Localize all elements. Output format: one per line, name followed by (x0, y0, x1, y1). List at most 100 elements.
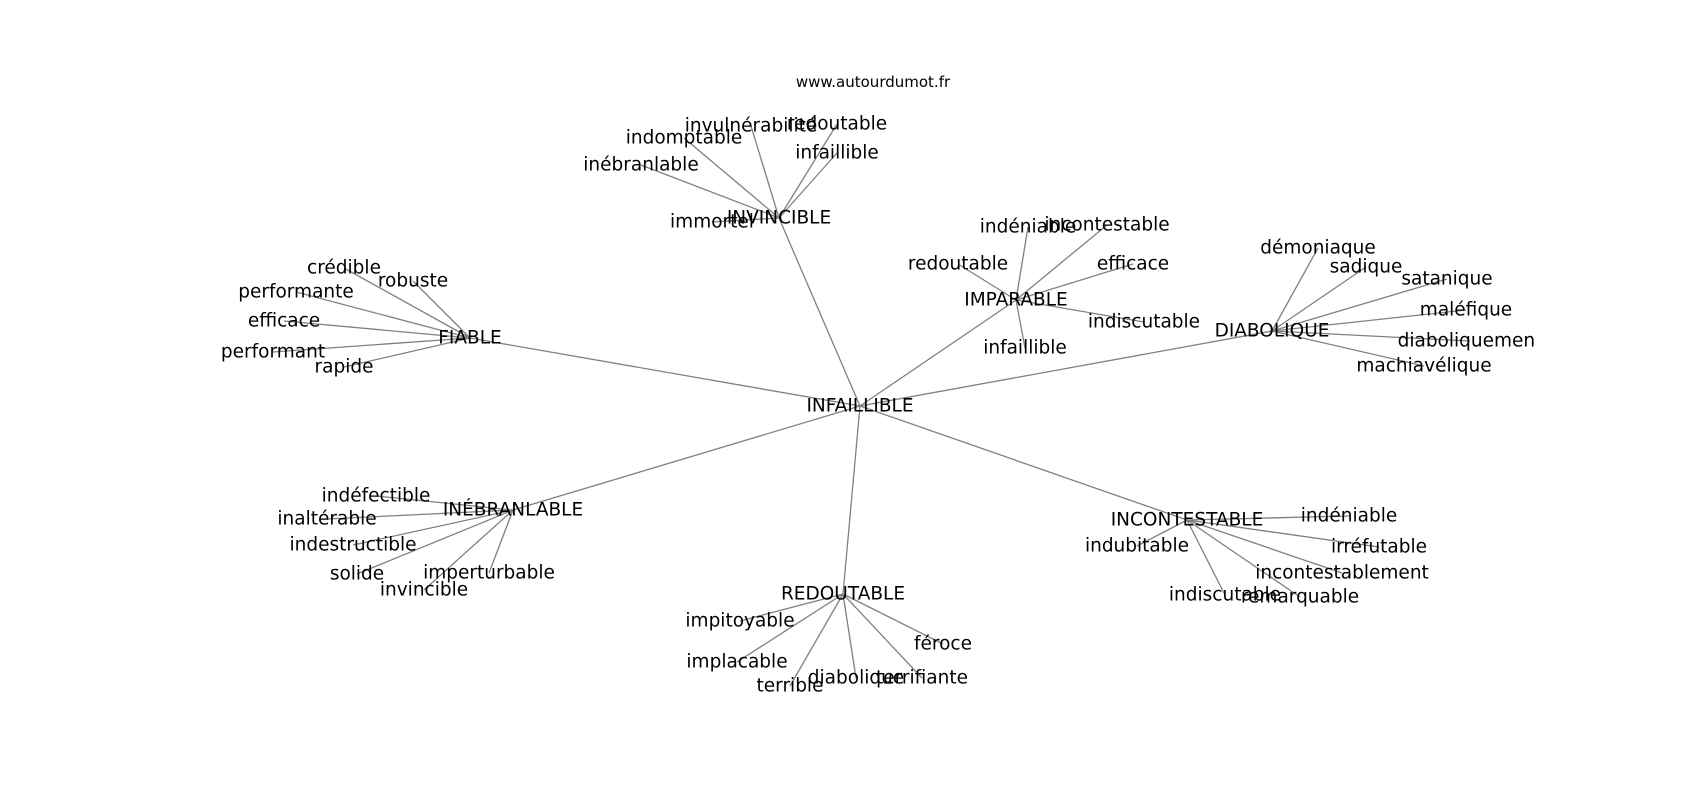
edge-fiable-word (343, 267, 471, 339)
word-label: redoutable (787, 114, 887, 135)
edge-inebranlable-word (423, 509, 514, 591)
edge-invincible-word (778, 123, 838, 219)
edge-inebranlable-word (488, 509, 514, 574)
edge-imparable-word (1015, 226, 1029, 301)
edge-center-diabolique (859, 330, 1273, 407)
word-label: incontestablement (1255, 563, 1429, 584)
edge-redoutable-word (842, 593, 923, 679)
edge-inebranlable-word (326, 509, 514, 520)
graph-edges (272, 123, 1471, 687)
word-label: indiscutable (1088, 312, 1200, 333)
word-label: redoutable (908, 254, 1008, 275)
word-label: infaillible (983, 338, 1067, 359)
edge-incontestable-word (1186, 519, 1301, 598)
edge-incontestable-word (1186, 519, 1380, 548)
word-label: remarquable (1241, 587, 1359, 608)
edge-center-invincible (778, 217, 861, 407)
cluster-label-imparable: IMPARABLE (964, 290, 1068, 311)
word-label: incontestable (1044, 215, 1169, 236)
edge-fiable-word (343, 337, 471, 368)
word-label: indéfectible (322, 486, 431, 507)
edge-invincible-word (778, 152, 838, 219)
edge-center-incontestable (859, 405, 1188, 521)
word-label: indéniable (1301, 506, 1397, 527)
word-label: maléfique (1420, 300, 1512, 321)
word-label: performante (238, 282, 354, 303)
edge-diabolique-word (1271, 247, 1319, 332)
edge-diabolique-word (1271, 278, 1448, 332)
word-label: démoniaque (1260, 238, 1376, 259)
edge-center-inebranlable (512, 405, 861, 511)
word-label: sadique (1330, 257, 1403, 278)
edge-imparable-word (1015, 224, 1108, 301)
word-label: implacable (686, 652, 787, 673)
edge-redoutable-word (842, 593, 944, 645)
edge-diabolique-word (1271, 330, 1471, 342)
word-label: immortel (670, 212, 754, 233)
word-label: satanique (1401, 269, 1492, 290)
edge-center-fiable (469, 337, 861, 407)
cluster-label-fiable: FIABLE (438, 328, 501, 349)
word-label: robuste (378, 271, 448, 292)
edge-inebranlable-word (352, 509, 514, 546)
edge-inebranlable-word (375, 495, 514, 511)
edge-invincible-word (640, 164, 780, 219)
edge-invincible-word (750, 125, 780, 219)
word-label: terrifiante (876, 668, 968, 689)
word-label: indomptable (626, 128, 743, 149)
word-label: diaboliquement (1398, 331, 1543, 352)
word-label: crédible (307, 258, 381, 279)
word-label: performant (221, 342, 325, 363)
word-label: imperturbable (423, 563, 555, 584)
edge-redoutable-word (736, 593, 844, 663)
word-label: indestructible (289, 535, 416, 556)
cluster-label-inebranlable: INÉBRANLABLE (443, 499, 583, 521)
cluster-label-redoutable: REDOUTABLE (781, 584, 905, 605)
word-label: infaillible (795, 143, 879, 164)
edge-imparable-word (1015, 299, 1026, 349)
center-node-label: INFAILLIBLE (806, 396, 913, 417)
edge-incontestable-word (1186, 519, 1226, 596)
word-label: inébranlable (583, 155, 698, 176)
edge-incontestable-word (1186, 515, 1350, 521)
word-label: invulnérabilité (685, 116, 818, 137)
edge-fiable-word (295, 291, 471, 339)
edge-redoutable-word (842, 593, 857, 679)
cluster-label-diabolique: DIABOLIQUE (1215, 321, 1330, 342)
word-label: irréfutable (1331, 537, 1427, 558)
edge-inebranlable-word (356, 509, 514, 575)
word-label: féroce (914, 634, 972, 655)
edge-imparable-word (957, 263, 1017, 301)
word-label: solide (330, 564, 384, 585)
word-label: indubitable (1085, 536, 1189, 557)
edge-fiable-word (272, 337, 471, 353)
word-label: efficace (1097, 254, 1169, 275)
edge-redoutable-word (739, 593, 844, 622)
edge-invincible-word (711, 217, 780, 223)
source-label: www.autourdumot.fr (796, 73, 951, 91)
edge-diabolique-word (1271, 330, 1425, 367)
edge-invincible-word (683, 137, 780, 219)
word-label: efficace (248, 311, 320, 332)
word-label: diabolique (808, 668, 904, 689)
word-label: invincible (380, 580, 468, 601)
edge-fiable-word (283, 320, 471, 339)
cluster-label-invincible: INVINCIBLE (727, 208, 831, 229)
edge-center-redoutable (842, 405, 861, 595)
edge-imparable-word (1015, 263, 1134, 301)
cluster-label-incontestable: INCONTESTABLE (1111, 510, 1264, 531)
edge-fiable-word (412, 280, 471, 339)
word-label: terrible (757, 676, 824, 697)
word-label: indiscutable (1169, 585, 1281, 606)
edge-diabolique-word (1271, 266, 1367, 332)
word-label: rapide (315, 357, 374, 378)
word-label: impitoyable (685, 611, 794, 632)
edge-incontestable-word (1136, 519, 1188, 547)
edge-center-imparable (859, 299, 1017, 407)
word-label: machiavélique (1356, 356, 1491, 377)
word-label: inaltérable (277, 509, 376, 530)
edge-imparable-word (1015, 299, 1145, 323)
